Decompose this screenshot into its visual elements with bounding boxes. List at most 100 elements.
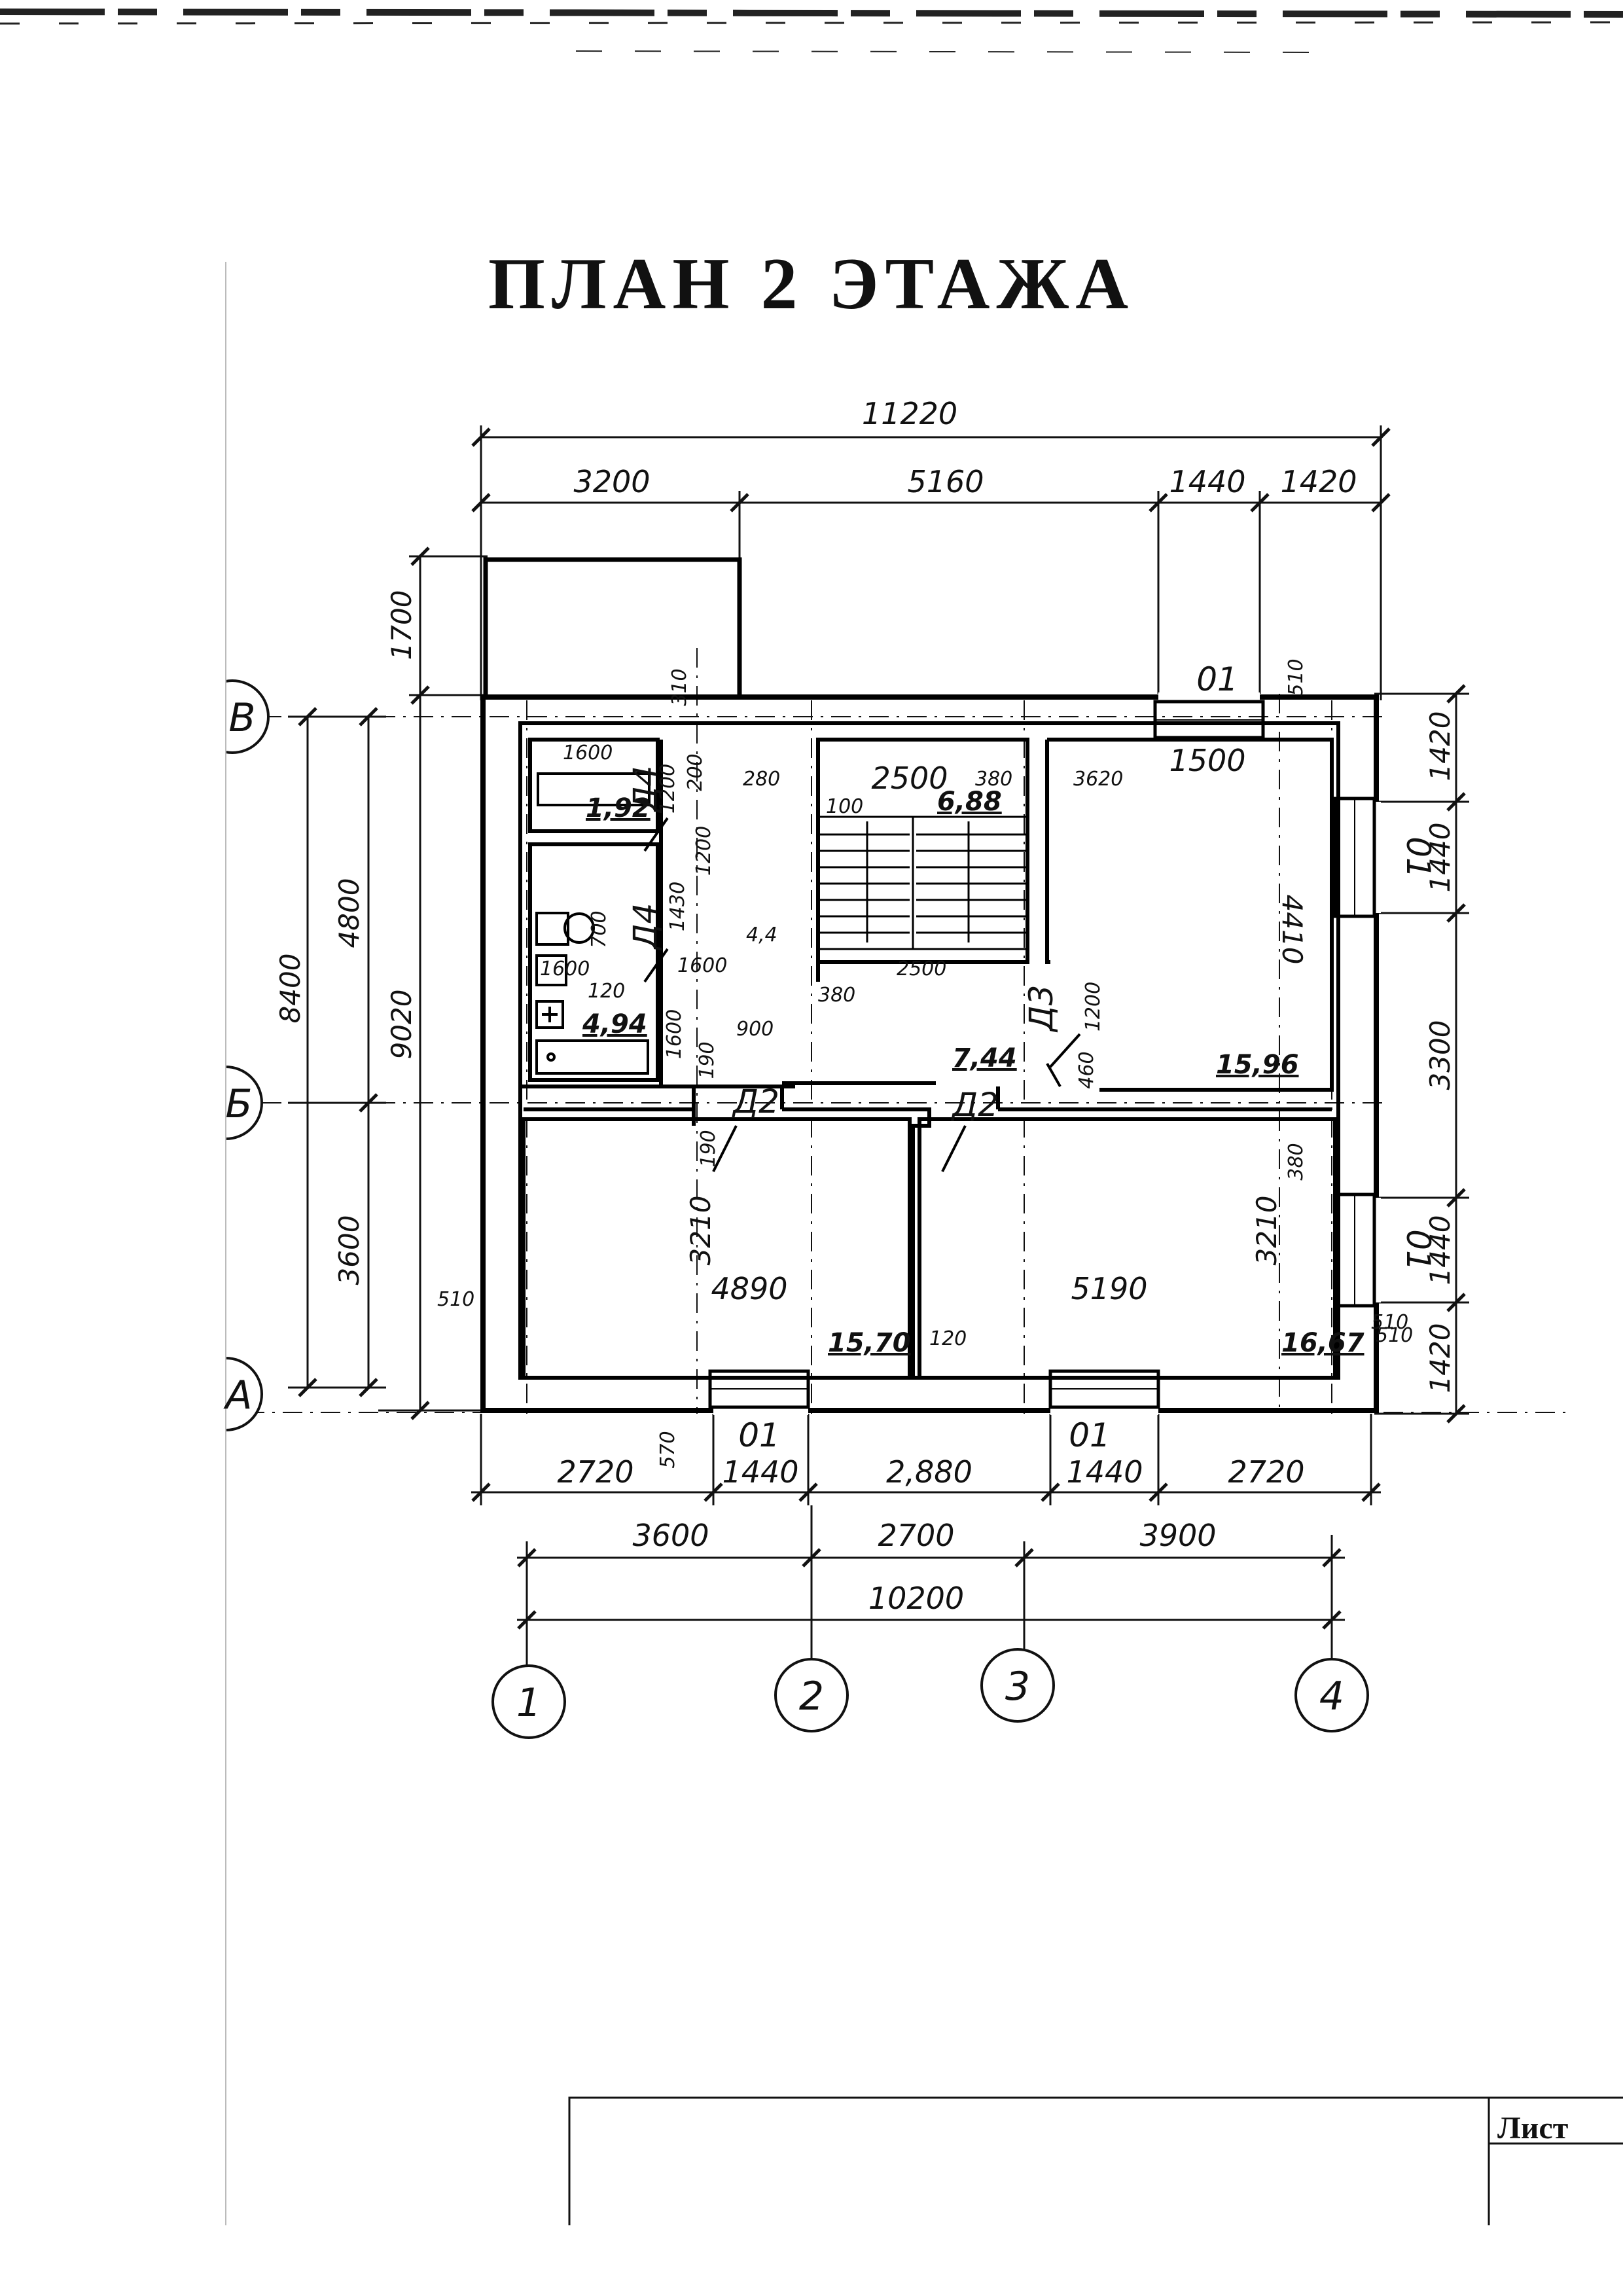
dim-left-1700: 1700 [385, 590, 418, 660]
dim-left-4800: 4800 [333, 878, 365, 948]
axis-bubble-2 [774, 1658, 849, 1732]
interior-dim: 4890 [711, 1271, 787, 1306]
dim-bottom-2720-left: 2720 [557, 1454, 633, 1490]
axis-label-v: В [228, 695, 255, 741]
page-title: ПЛАН 2 ЭТАЖА [488, 243, 1135, 325]
interior-dim: 1430 [666, 882, 689, 931]
title-block [568, 2096, 1623, 2225]
interior-dim: 460 [1075, 1051, 1098, 1088]
interior-dim: 100 [826, 795, 863, 818]
interior-dim: 510 [1371, 1311, 1408, 1334]
dim-bottom-1440-left: 1440 [722, 1454, 798, 1490]
dim-right-1420-bottom: 1420 [1424, 1323, 1456, 1393]
interior-dim: 310 [668, 668, 691, 706]
window-label: 01 [1399, 836, 1437, 878]
axis-label-a: А [223, 1372, 252, 1418]
interior-dim: 3210 [685, 1196, 717, 1266]
interior-dim: 700 [588, 910, 611, 948]
counter-icon [537, 772, 651, 806]
door-label: Д2 [732, 1083, 779, 1121]
walls [480, 557, 1381, 1415]
room-areas: 1,92 4,94 6,88 7,44 15,96 15,70 16,67 [582, 787, 1364, 1358]
dimension-labels: 11220 3200 5160 1440 1420 1700 8400 4800… [274, 396, 1456, 1616]
room-area: 15,70 [828, 1328, 911, 1358]
interior-dim: 900 [736, 1018, 774, 1041]
dim-axes-3900: 3900 [1139, 1518, 1216, 1553]
dim-top-1420: 1420 [1280, 464, 1357, 499]
interior-dim: 510 [1376, 1324, 1413, 1347]
interior-dim: 380 [818, 984, 855, 1007]
window-label: 01 [1399, 1229, 1437, 1271]
axis-bubble-1 [491, 1664, 566, 1739]
interior-dim: 1200 [656, 764, 679, 814]
interior-dim: 190 [697, 1130, 720, 1167]
interior-dim: 1600 [540, 958, 590, 980]
room-area: 16,67 [1281, 1328, 1364, 1358]
interior-dim: 2500 [897, 958, 946, 980]
interior-dim: 1500 [1169, 743, 1245, 778]
dim-right-1420-top: 1420 [1424, 711, 1456, 781]
bathtub-icon [535, 1039, 649, 1075]
dim-top-overall: 11220 [862, 396, 957, 431]
shower-icon [535, 1000, 564, 1029]
interior-dimension-labels: 310 510 1600 200 1200 280 2500 380 100 3… [437, 658, 1413, 1468]
windows [708, 700, 1376, 1409]
door-label: Д3 [1022, 985, 1060, 1033]
toilet-icon [535, 912, 569, 946]
door-swings [643, 817, 1081, 1172]
axis-label-3: 3 [1005, 1664, 1030, 1710]
window-label: 01 [738, 1416, 780, 1454]
interior-dim: 3210 [1251, 1196, 1283, 1266]
interior-dim: 190 [696, 1041, 719, 1079]
interior-dim: 510 [1285, 658, 1308, 696]
dim-right-1440-bottom: 1440 [1424, 1215, 1456, 1285]
interior-dim: 4,4 [746, 924, 777, 946]
axis-bubbles [188, 679, 1369, 1739]
room-area: 15,96 [1216, 1050, 1299, 1080]
axis-label-b: Б [225, 1081, 252, 1127]
dimension-lines [288, 425, 1469, 1676]
dim-axes-2700: 2700 [878, 1518, 954, 1553]
interior-dim: 3620 [1073, 768, 1123, 791]
paper-edge [0, 589, 226, 1505]
dim-left-8400: 8400 [274, 954, 306, 1024]
plumbing-fixtures [535, 772, 651, 1075]
interior-dim: 570 [656, 1431, 679, 1468]
interior-dim: 200 [684, 753, 707, 791]
door-label: Д2 [951, 1086, 999, 1124]
interior-dim: 2500 [871, 761, 948, 796]
dim-top-3200: 3200 [573, 464, 650, 499]
interior-dim: 1200 [692, 826, 715, 876]
interior-dim: 4410 [1276, 895, 1308, 965]
dim-axes-overall: 10200 [868, 1581, 964, 1616]
interior-dim: 120 [929, 1327, 967, 1350]
interior-dim: 1600 [677, 954, 727, 977]
axis-bubble-3 [980, 1648, 1055, 1723]
dim-left-9020: 9020 [385, 990, 418, 1060]
room-area: 6,88 [937, 787, 1002, 817]
axis-label-2: 2 [799, 1674, 824, 1719]
sink-icon [535, 954, 567, 986]
scan-noise [0, 9, 1623, 53]
dim-left-3600: 3600 [333, 1215, 365, 1285]
interior-dim: 380 [975, 768, 1012, 791]
dim-bottom-2720-right: 2720 [1228, 1454, 1304, 1490]
axis-bubble-4 [1294, 1658, 1369, 1732]
room-area: 7,44 [952, 1043, 1017, 1073]
dim-bottom-2880: 2,880 [886, 1454, 972, 1490]
interior-dim: 1200 [1082, 982, 1105, 1031]
interior-dim: 1600 [563, 742, 613, 764]
door-label: Д4 [626, 903, 664, 951]
interior-dim: 5190 [1071, 1271, 1147, 1306]
door-label: Д4 [626, 766, 664, 814]
axis-label-1: 1 [516, 1680, 541, 1726]
interior-dim: 280 [743, 768, 780, 791]
sheet-label: Лист [1497, 2111, 1569, 2145]
dim-right-1440-top: 1440 [1424, 823, 1456, 893]
door-labels: Д4 Д4 Д3 Д2 Д2 [626, 766, 1060, 1124]
interior-dim: 380 [1285, 1143, 1308, 1180]
interior-dim: 1600 [663, 1009, 686, 1059]
window-labels: 01 01 01 01 01 [738, 660, 1437, 1454]
axis-labels: 1 2 3 4 В Б А [223, 695, 1344, 1726]
